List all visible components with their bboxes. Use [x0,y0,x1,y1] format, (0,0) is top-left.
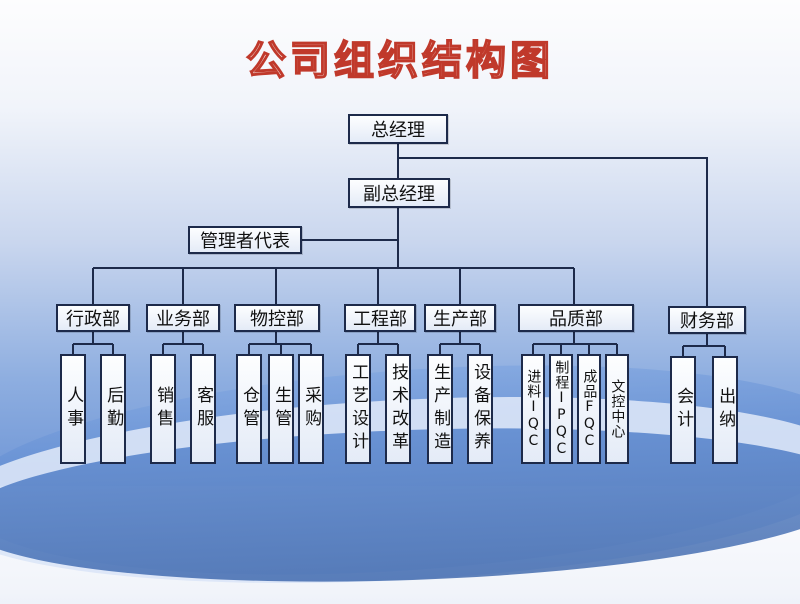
unit-box: 成品FQC [577,354,601,464]
dept-label: 财务部 [680,311,734,332]
unit-box: 仓管 [236,354,262,464]
unit-box: 进料IQC [521,354,545,464]
dept-box: 物控部 [234,304,320,332]
unit-box: 出纳 [712,356,738,464]
unit-box: 人事 [60,354,86,464]
unit-box: 销售 [150,354,176,464]
dept-label: 品质部 [549,309,603,330]
unit-label: 人事 [63,386,84,432]
unit-box: 后勤 [100,354,126,464]
unit-label: 工艺设计 [348,363,369,455]
chart-title: 公司组织结构图 [245,36,554,85]
unit-box: 文控中心 [605,354,629,464]
unit-box: 客服 [190,354,216,464]
connector-lines [72,142,726,356]
dept-box: 行政部 [56,304,130,332]
ceo-label: 总经理 [371,120,425,141]
deputy-box: 副总经理 [348,178,450,208]
unit-label: 仓管 [239,386,260,432]
unit-label: 采购 [301,386,322,432]
unit-label: 设备保养 [470,363,491,455]
unit-box: 设备保养 [467,354,493,464]
unit-label: 生管 [271,386,292,432]
unit-box: 生管 [268,354,294,464]
unit-box: 会计 [670,356,696,464]
unit-box: 制程IPQC [549,354,573,464]
unit-label: 文控中心 [609,379,626,439]
ceo-box: 总经理 [348,114,448,144]
unit-label: 出纳 [715,387,736,433]
unit-label: 销售 [153,386,174,432]
dept-box: 生产部 [424,304,496,332]
dept-label: 业务部 [156,309,210,330]
dept-label: 生产部 [433,309,487,330]
dept-label: 工程部 [353,309,407,330]
unit-label: 进料IQC [525,368,542,450]
unit-box: 采购 [298,354,324,464]
dept-box: 财务部 [668,306,746,334]
dept-box: 品质部 [518,304,634,332]
unit-label: 制程IPQC [553,360,570,458]
dept-label: 物控部 [250,309,304,330]
dept-box: 工程部 [344,304,416,332]
dept-box: 业务部 [146,304,220,332]
dept-label: 行政部 [66,309,120,330]
deputy-label: 副总经理 [363,184,435,205]
unit-label: 技术改革 [388,363,409,455]
unit-box: 技术改革 [385,354,411,464]
unit-label: 生产制造 [430,363,451,455]
unit-label: 客服 [193,386,214,432]
unit-box: 生产制造 [427,354,453,464]
unit-label: 会计 [673,387,694,433]
mgmt-rep-box: 管理者代表 [188,226,302,254]
mgmt-rep-label: 管理者代表 [200,231,290,252]
unit-box: 工艺设计 [345,354,371,464]
unit-label: 成品FQC [581,368,598,450]
unit-label: 后勤 [103,386,124,432]
